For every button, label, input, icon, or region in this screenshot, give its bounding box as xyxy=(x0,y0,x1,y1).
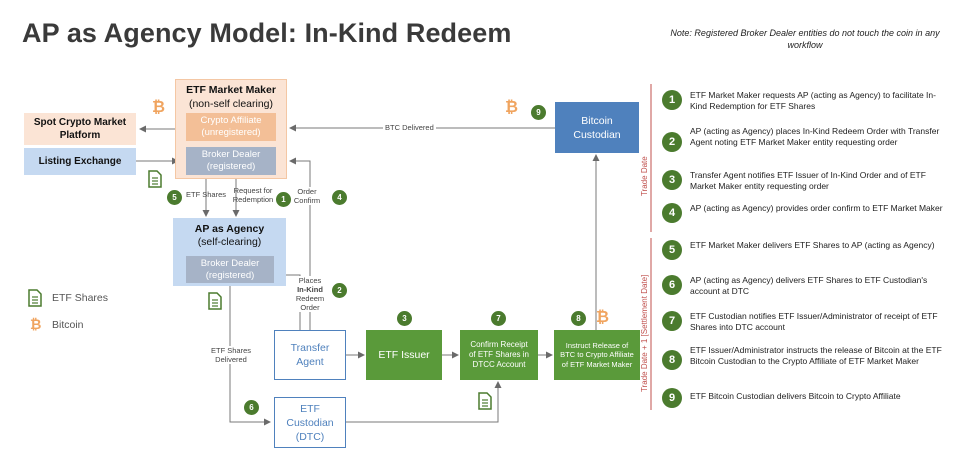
arrow-shares-to-custodian xyxy=(229,285,271,426)
crypto-affiliate-box: Crypto Affiliate (unregistered) xyxy=(186,113,276,141)
step-number-8: 8 xyxy=(662,350,682,370)
legend-etf-shares-label: ETF Shares xyxy=(52,292,109,304)
diagram-step-6: 6 xyxy=(244,400,259,415)
step-number-9: 9 xyxy=(662,388,682,408)
places-order-label: Places In-Kind Redeem Order xyxy=(288,276,332,312)
bitcoin-icon: ₿ xyxy=(505,99,519,116)
etf-custodian-box: ETF Custodian (DTC) xyxy=(274,397,346,448)
bitcoin-icon: ₿ xyxy=(152,99,166,116)
step-text-3: Transfer Agent notifies ETF Issuer of In… xyxy=(690,170,926,191)
diagram-step-4: 4 xyxy=(332,190,347,205)
step-number-2: 2 xyxy=(662,132,682,152)
step-text-1: ETF Market Maker requests AP (acting as … xyxy=(690,90,936,111)
step-number-4: 4 xyxy=(662,203,682,223)
instruct-release-box: Instruct Release of BTC to Crypto Affili… xyxy=(554,330,640,380)
mm-broker-dealer-box: Broker Dealer (registered) xyxy=(186,147,276,175)
step-text-6: AP (acting as Agency) delivers ETF Share… xyxy=(690,275,928,296)
diagram-step-1: 1 xyxy=(276,192,291,207)
ap-agency-title: AP as Agency xyxy=(194,223,265,235)
etf-share-document-icon xyxy=(208,292,222,310)
bitcoin-icon: ₿ xyxy=(596,309,610,326)
listing-exchange-box: Listing Exchange xyxy=(24,148,136,175)
order-confirm-label: Order Confirm xyxy=(290,187,324,205)
etf-share-document-icon xyxy=(478,392,492,410)
step-text-5: ETF Market Maker delivers ETF Shares to … xyxy=(690,240,935,250)
workflow-note: Note: Registered Broker Dealer entities … xyxy=(670,28,940,50)
request-redemption-label: Request for Redemption xyxy=(232,186,274,204)
page-title: AP as Agency Model: In-Kind Redeem xyxy=(22,18,512,48)
step-text-8: ETF Issuer/Administrator instructs the r… xyxy=(690,345,942,366)
step-number-3: 3 xyxy=(662,170,682,190)
etf-share-document-icon xyxy=(148,170,162,188)
step-text-2: AP (acting as Agency) places In-Kind Red… xyxy=(690,126,940,147)
step-number-6: 6 xyxy=(662,275,682,295)
transfer-agent-box: Transfer Agent xyxy=(274,330,346,380)
step-text-4: AP (acting as Agency) provides order con… xyxy=(690,203,943,213)
trade-date-label: Trade Date xyxy=(640,156,649,196)
legend-bitcoin-icon: ₿ xyxy=(30,316,42,332)
step-text-9: ETF Bitcoin Custodian delivers Bitcoin t… xyxy=(690,391,901,401)
legend-document-icon xyxy=(28,289,42,307)
diagram-step-2: 2 xyxy=(332,283,347,298)
settlement-date-label: Trade Date + 1 [Settlement Date] xyxy=(640,274,649,392)
step-number-5: 5 xyxy=(662,240,682,260)
diagram-step-5: 5 xyxy=(167,190,182,205)
etf-market-maker-sub: (non-self clearing) xyxy=(188,98,274,110)
bitcoin-custodian-box: Bitcoin Custodian xyxy=(555,102,639,153)
btc-delivered-label: BTC Delivered xyxy=(383,123,436,132)
ap-broker-dealer-box: Broker Dealer (registered) xyxy=(186,256,274,283)
confirm-receipt-box: Confirm Receipt of ETF Shares in DTCC Ac… xyxy=(460,330,538,380)
spot-crypto-platform-box: Spot Crypto Market Platform xyxy=(24,113,136,145)
diagram-step-3: 3 xyxy=(397,311,412,326)
step-number-1: 1 xyxy=(662,90,682,110)
ap-agency-sub: (self-clearing) xyxy=(197,236,262,248)
etf-shares-delivered-label: ETF Shares Delivered xyxy=(208,346,254,364)
etf-market-maker-title: ETF Market Maker xyxy=(186,84,276,96)
diagram-step-9: 9 xyxy=(531,105,546,120)
legend-bitcoin-label: Bitcoin xyxy=(52,319,84,331)
step-number-7: 7 xyxy=(662,311,682,331)
etf-issuer-box: ETF Issuer xyxy=(366,330,442,380)
diagram-step-8: 8 xyxy=(571,311,586,326)
diagram-step-7: 7 xyxy=(491,311,506,326)
step-text-7: ETF Custodian notifies ETF Issuer/Admini… xyxy=(690,311,938,332)
etf-shares-arrow-label: ETF Shares xyxy=(186,190,227,199)
arrow-custodian-to-confirm xyxy=(346,381,502,423)
